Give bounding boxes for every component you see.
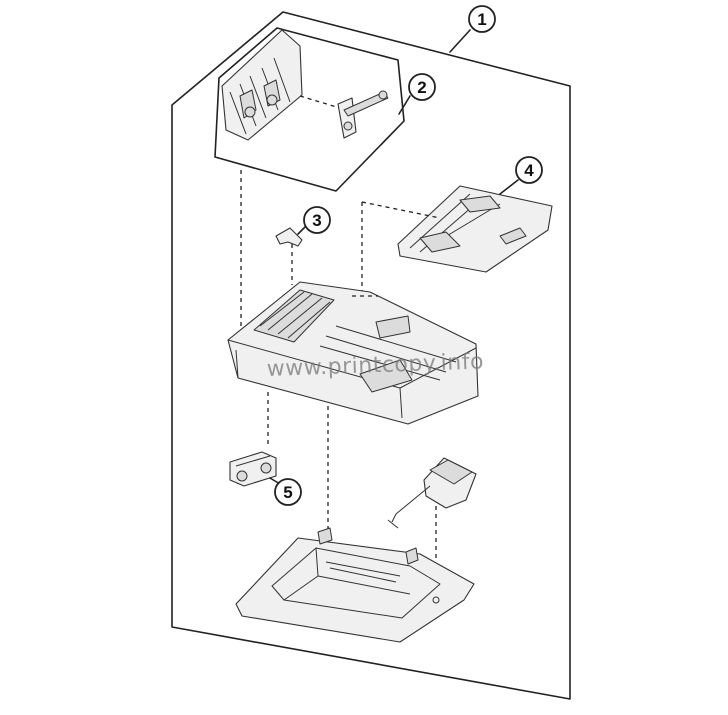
main-adf-unit <box>227 281 479 425</box>
callout-1: 1 <box>449 5 496 53</box>
part-5-roller-assembly <box>229 451 277 487</box>
callout-2: 2 <box>398 73 436 115</box>
callout-4: 4 <box>499 156 543 195</box>
svg-text:2: 2 <box>417 78 426 97</box>
svg-text:1: 1 <box>477 10 486 29</box>
part-2-hinge-assembly <box>221 29 389 141</box>
assembly-outline <box>171 11 571 700</box>
svg-text:3: 3 <box>312 211 321 230</box>
svg-text:4: 4 <box>524 161 534 180</box>
base-frame <box>235 527 475 643</box>
svg-text:5: 5 <box>283 483 292 502</box>
inset-box-part-2 <box>214 27 405 192</box>
callout-3: 3 <box>297 206 331 235</box>
cable-connector <box>387 457 477 560</box>
part-4-input-tray <box>361 185 553 320</box>
callout-5: 5 <box>269 477 302 506</box>
part-3-latch <box>275 227 303 285</box>
